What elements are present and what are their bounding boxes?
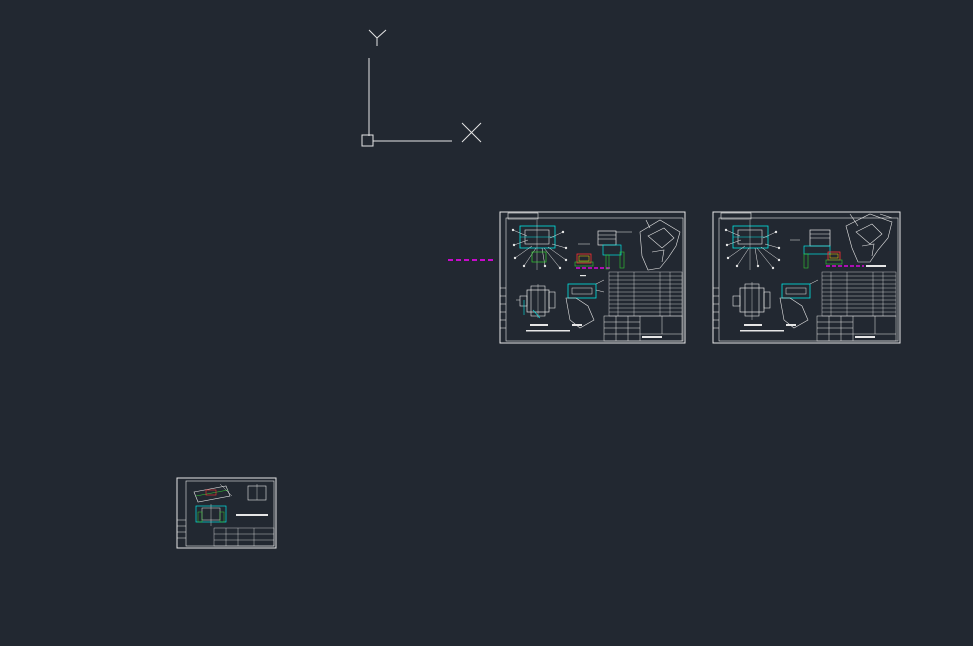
- part-view-center: [790, 229, 864, 269]
- assembly-view-top-left: [511, 220, 568, 270]
- part-view-center: [597, 230, 632, 270]
- title-block: [816, 315, 897, 342]
- isometric-view: [845, 213, 893, 263]
- ucs-x-label: X: [461, 122, 482, 143]
- drawing-sheet-1[interactable]: [499, 211, 686, 344]
- sheet-border: [712, 211, 901, 344]
- assembly-view-top-left: [724, 220, 781, 270]
- part-side-view: [236, 484, 268, 516]
- front-view: [732, 282, 771, 320]
- ucs-y-label: Y: [368, 29, 387, 46]
- section-view: [779, 279, 819, 329]
- sheet-border: [176, 477, 277, 549]
- front-view: [516, 284, 556, 319]
- parts-list: [821, 271, 897, 317]
- section-view: [565, 279, 605, 329]
- ucs-origin-box: [361, 134, 374, 147]
- ucs-icon: Y X: [361, 29, 482, 147]
- sheet-inner-border: [718, 217, 899, 342]
- parts-list: [608, 271, 683, 317]
- view-captions: [740, 265, 886, 332]
- title-block: [603, 315, 683, 342]
- title-block: [213, 527, 275, 547]
- fixture-front-view: [195, 504, 227, 526]
- side-zone-marks: [713, 287, 719, 329]
- sheet-inner-border: [505, 217, 684, 342]
- sheet-border: [499, 211, 686, 344]
- sheet-tag: [720, 212, 752, 220]
- sheet-tag: [507, 212, 539, 220]
- isometric-view: [639, 219, 681, 271]
- fixture-top-view: [193, 483, 233, 503]
- part-detail-red: [574, 243, 612, 269]
- side-zone-marks: [500, 287, 506, 329]
- drawing-sheet-2[interactable]: [712, 211, 901, 344]
- drawing-sheet-3[interactable]: [176, 477, 277, 549]
- side-zone-marks: [177, 519, 186, 539]
- view-captions: [526, 275, 586, 332]
